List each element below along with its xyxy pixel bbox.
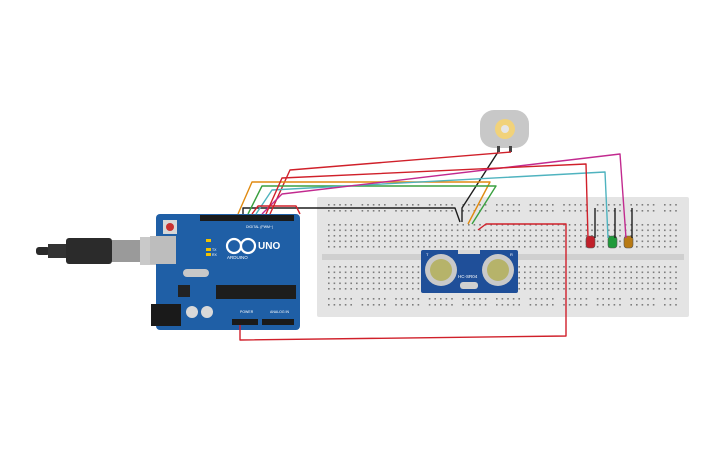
- wire-teal[interactable]: [255, 171, 609, 239]
- wire-orange[interactable]: [237, 181, 491, 225]
- led-rx-label: RX: [212, 253, 218, 257]
- led-l: [206, 239, 211, 242]
- arduino-uno-board[interactable]: UNO ARDUINO DIGITAL (PWM~) TX RX POWER A…: [150, 214, 300, 330]
- power-header: [232, 319, 258, 325]
- sensor-model-label: HC-SR04: [458, 274, 478, 279]
- analog-header-label: ANALOG IN: [270, 310, 290, 314]
- digital-header: [200, 215, 294, 221]
- capacitor-1: [186, 306, 198, 318]
- wire-black-motor[interactable]: [461, 151, 499, 222]
- capacitor-2: [201, 306, 213, 318]
- board-logo-text: ARDUINO: [227, 255, 248, 260]
- sensor-right-label: R: [510, 252, 513, 257]
- led-yellow[interactable]: [623, 235, 634, 249]
- wire-black-gnd[interactable]: [242, 207, 461, 223]
- wire-green[interactable]: [247, 185, 497, 225]
- led-rx: [206, 253, 211, 256]
- wires: [237, 151, 633, 341]
- analog-header: [262, 319, 294, 325]
- led-green[interactable]: [607, 235, 618, 249]
- led-group: [585, 235, 634, 249]
- sensor-left-label: T: [426, 252, 429, 257]
- wire-red-header[interactable]: [251, 205, 301, 215]
- arduino-logo-icon: [225, 237, 257, 255]
- led-tx-label: TX: [212, 248, 217, 252]
- arduino-pcb: [156, 214, 300, 330]
- sensor-crystal: [460, 282, 478, 289]
- power-header-label: POWER: [240, 310, 254, 314]
- crystal: [183, 269, 209, 277]
- power-jack: [151, 304, 181, 326]
- breadboard-holes: [328, 204, 677, 306]
- wire-red-power[interactable]: [239, 223, 567, 341]
- wire-magenta[interactable]: [261, 153, 627, 239]
- usb-cable[interactable]: [36, 237, 164, 265]
- led-red[interactable]: [585, 235, 596, 249]
- usb-port: [150, 236, 176, 264]
- board-model-label: UNO: [258, 241, 280, 252]
- sensor-pins: [458, 250, 480, 254]
- voltage-regulator: [178, 285, 190, 297]
- microcontroller-chip: [216, 285, 296, 299]
- digital-header-label: DIGITAL (PWM~): [246, 225, 273, 229]
- led-tx: [206, 248, 211, 251]
- dc-motor[interactable]: [480, 110, 529, 152]
- ultrasonic-sensor[interactable]: HC-SR04 T R: [421, 250, 518, 293]
- wire-red-led[interactable]: [265, 163, 589, 239]
